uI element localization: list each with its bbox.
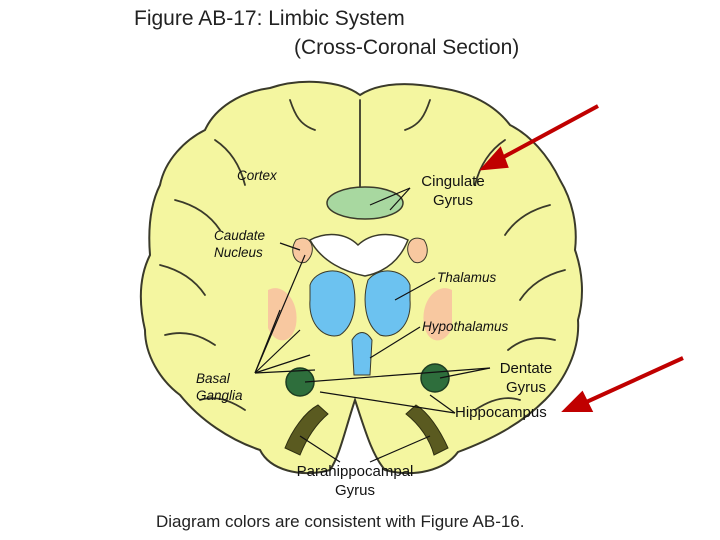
lateral-ventricles <box>308 233 409 277</box>
label-hypothalamus: Hypothalamus <box>422 319 509 334</box>
label-cortex: Cortex <box>237 168 277 183</box>
label-thalamus: Thalamus <box>437 270 497 285</box>
parahippocampal-right-shape <box>405 404 449 456</box>
label-parahippo-line2: Gyrus <box>334 482 375 499</box>
label-caudate-nucleus: Caudate Nucleus <box>214 227 265 261</box>
label-caudate-line1: Caudate <box>214 228 266 243</box>
label-hippocampus: Hippocampus <box>455 404 547 421</box>
cortex-shape <box>139 80 583 475</box>
arrow-hippocampus <box>581 356 684 406</box>
dentate-right-shape <box>420 363 450 393</box>
label-parahippo-line1: Parahippocampal <box>296 463 414 480</box>
parahippocampal-left-shape <box>284 404 329 456</box>
label-cingulate-gyrus: Cingulate Gyrus <box>414 172 492 210</box>
label-dentate-line1: Dentate <box>499 360 553 377</box>
thalamus-shape <box>309 270 411 337</box>
cortex-sulci <box>159 99 566 411</box>
hypothalamus-shape <box>351 332 373 376</box>
label-caudate-line2: Nucleus <box>214 245 263 260</box>
label-basal-line1: Basal <box>196 371 230 386</box>
basal-ganglia-right-shape <box>423 288 452 341</box>
arrow-cingulate-head <box>479 146 509 171</box>
figure-caption: Diagram colors are consistent with Figur… <box>156 512 525 531</box>
red-arrows <box>479 104 684 412</box>
label-basal-line2: Ganglia <box>196 388 243 403</box>
figure-title: Figure AB-17: Limbic System <box>134 7 405 30</box>
caudate-left-shape <box>292 237 313 264</box>
label-basal-ganglia: Basal Ganglia <box>196 370 243 404</box>
label-dentate-gyrus: Dentate Gyrus <box>490 359 562 397</box>
figure-subtitle: (Cross-Coronal Section) <box>294 36 520 59</box>
label-dentate-line2: Gyrus <box>505 379 546 396</box>
label-parahippocampal-gyrus: Parahippocampal Gyrus <box>290 462 420 500</box>
caudate-right-shape <box>407 237 428 264</box>
leader-lines <box>254 187 491 463</box>
dentate-left-shape <box>285 367 315 397</box>
arrow-hippocampus-head <box>561 390 594 412</box>
cingulate-gyrus-shape <box>326 186 404 220</box>
label-cingulate-line2: Gyrus <box>432 192 473 209</box>
label-cingulate-line1: Cingulate <box>421 173 485 190</box>
basal-ganglia-left-shape <box>268 288 297 341</box>
arrow-cingulate <box>497 104 599 162</box>
